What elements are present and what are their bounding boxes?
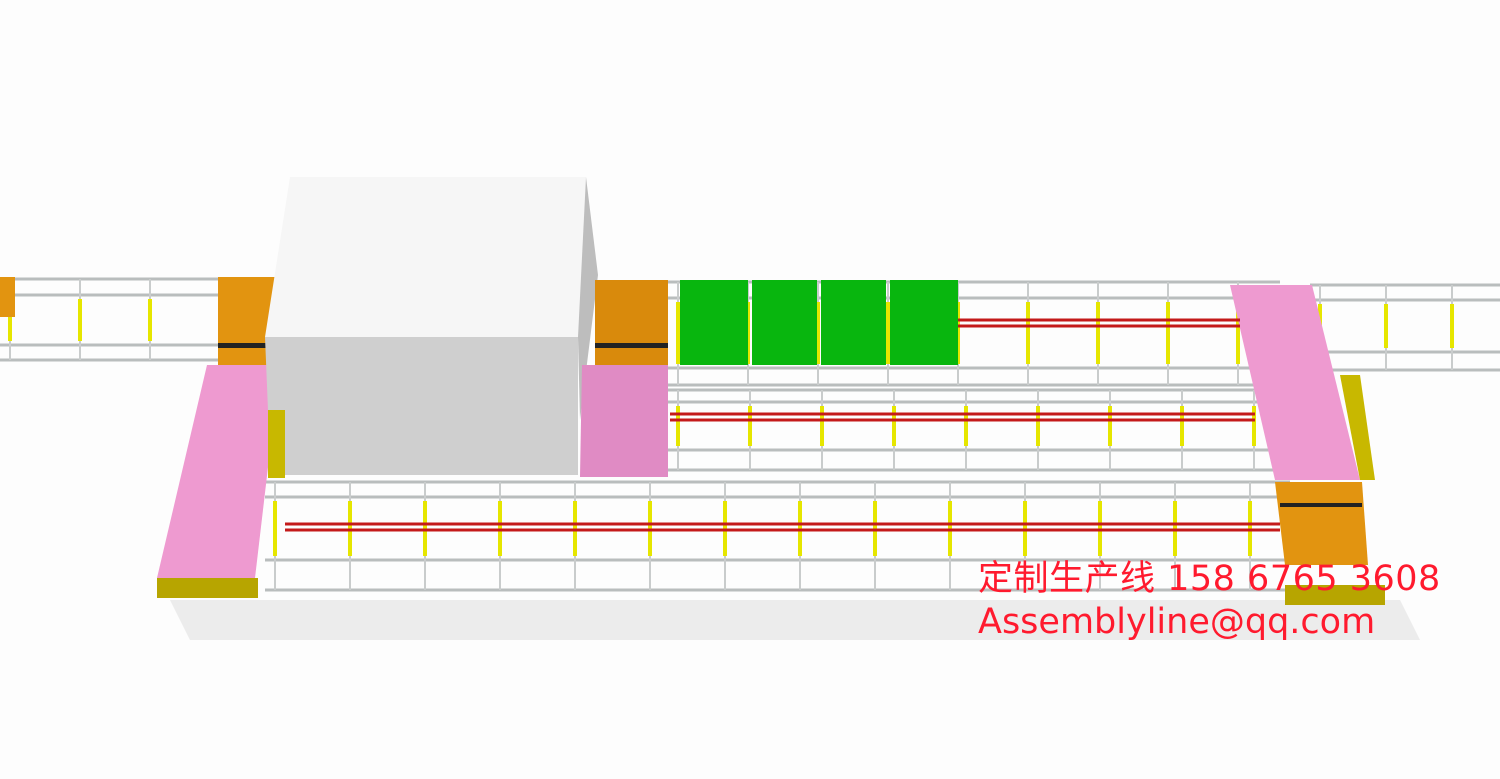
left-yellow-base <box>157 578 258 598</box>
black-strip <box>218 343 278 348</box>
green-panel <box>680 280 748 365</box>
left-pink-transfer <box>157 365 280 578</box>
contact-line-phone: 定制生产线 158 6765 3608 <box>978 559 1441 599</box>
green-panel <box>821 280 886 365</box>
red-rails <box>285 318 1280 532</box>
green-panel <box>890 280 958 365</box>
contact-line-email: Assemblyline@qq.com <box>978 602 1376 642</box>
box-top <box>265 177 586 337</box>
mid-orange-station <box>595 280 668 365</box>
black-strip <box>1280 503 1362 507</box>
yellow-panel <box>1340 375 1375 480</box>
far-left-orange <box>0 277 15 317</box>
box-side <box>578 177 598 420</box>
right-yellow-base <box>1285 585 1385 605</box>
floor-shadow <box>170 600 1420 640</box>
yellow-panel <box>268 410 285 478</box>
mid-pink-transfer <box>580 365 668 477</box>
box-front <box>265 337 578 475</box>
right-pink-transfer <box>1230 285 1360 480</box>
right-orange-station <box>1275 482 1368 565</box>
black-strip <box>595 343 668 348</box>
green-panel <box>752 280 817 365</box>
